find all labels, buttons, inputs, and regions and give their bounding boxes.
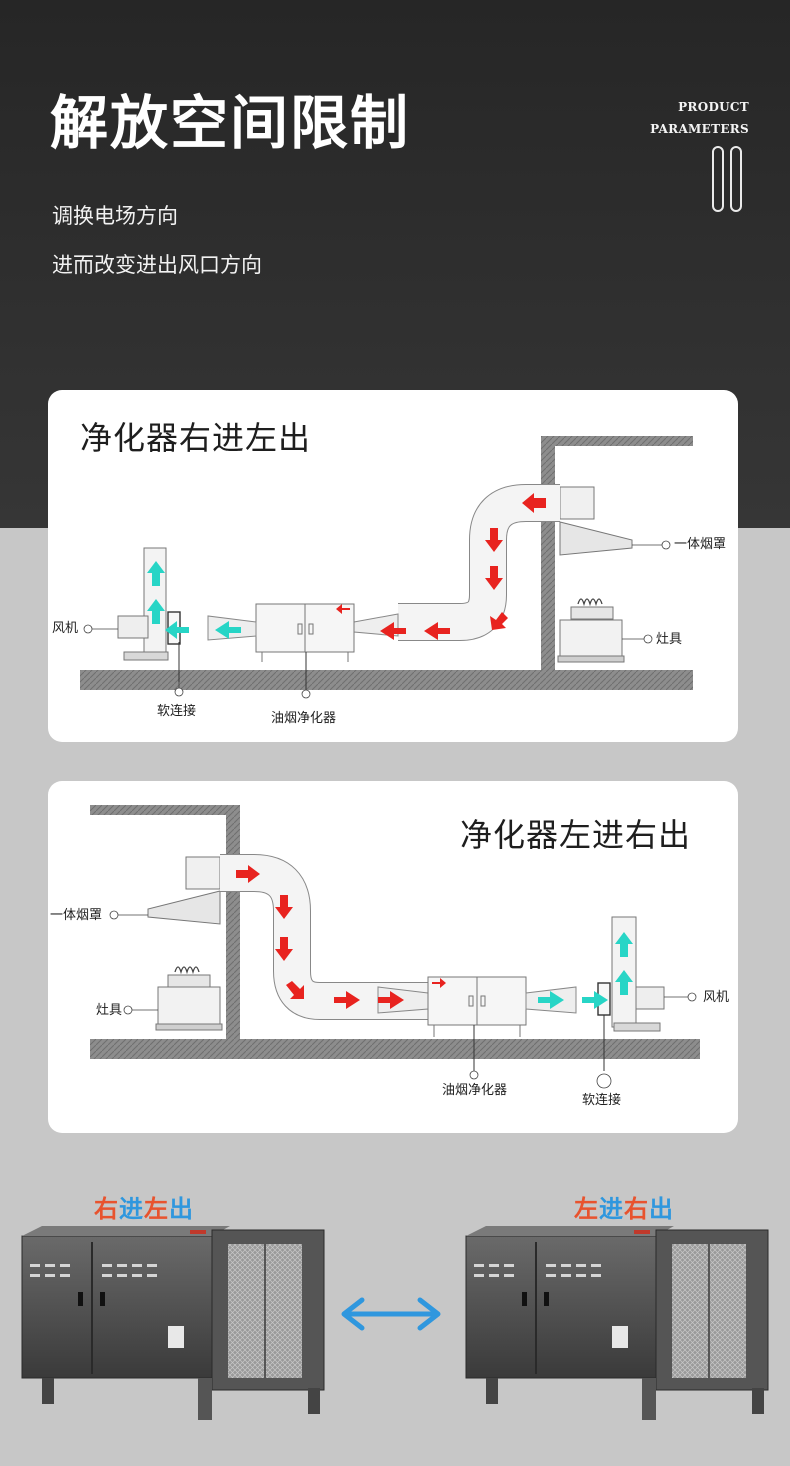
card-title: 净化器左进右出 [460, 816, 692, 854]
card-title: 净化器右进左出 [80, 419, 312, 457]
subtitle-line-2: 进而改变进出风口方向 [52, 253, 262, 277]
floor-slab [80, 670, 693, 690]
wall [226, 805, 240, 1039]
machine-comparison-graphic [21, 1226, 769, 1420]
product-label-line-1: PRODUCT [678, 100, 749, 114]
purifier-illustration [207, 603, 399, 690]
hood-illustration [559, 486, 633, 556]
ceiling-slab [541, 436, 693, 446]
diagram-left-in-right-out [90, 805, 700, 1089]
label-hood: 一体烟罩 [50, 908, 103, 923]
page-title: 解放空间限制 [50, 89, 411, 157]
label-purifier: 油烟净化器 [442, 1083, 508, 1098]
decorative-bars-icon [712, 146, 742, 212]
label-soft-connection: 软连接 [157, 704, 197, 719]
purifier-unit-right [465, 1226, 769, 1420]
subtitle-line-1: 调换电场方向 [52, 204, 178, 228]
label-pointers [109, 910, 697, 1089]
stove-illustration [557, 598, 625, 663]
floor-slab [90, 1039, 700, 1059]
airflow-red-arrows [336, 493, 546, 640]
product-parameters-label: PRODUCT PARAMETERS [650, 96, 749, 140]
airflow-red-arrows [236, 865, 446, 1009]
label-stove: 灶具 [656, 632, 683, 647]
hood-illustration [147, 856, 221, 925]
ceiling-slab [90, 805, 240, 815]
diagram-right-in-left-out [80, 436, 693, 699]
label-stove: 灶具 [96, 1003, 123, 1018]
fan-illustration [597, 916, 665, 1071]
label-fan: 风机 [703, 990, 730, 1005]
double-arrow-icon [341, 1297, 441, 1331]
label-hood: 一体烟罩 [674, 537, 727, 552]
wall [541, 436, 555, 670]
caption-right-in-left-out: 右进左出 [94, 1195, 194, 1223]
diagram-card-left-in-right-out: 净化器左进右出 一体烟罩 灶具 油烟净化器 风机 软连接 [48, 781, 738, 1133]
purifier-unit-left [21, 1226, 325, 1420]
airflow-cyan-arrows [147, 561, 241, 639]
airflow-cyan-arrows [538, 932, 633, 1009]
label-fan: 风机 [52, 621, 79, 636]
label-purifier: 油烟净化器 [271, 711, 337, 726]
stove-illustration [155, 966, 223, 1031]
fan-illustration [117, 547, 181, 682]
diagram-card-right-in-left-out: 净化器右进左出 风机 软连接 油烟净化器 一体烟罩 灶具 [48, 390, 738, 742]
caption-left-in-right-out: 左进右出 [574, 1195, 674, 1223]
label-pointers [83, 540, 671, 699]
product-label-line-2: PARAMETERS [650, 122, 749, 136]
label-soft-connection: 软连接 [582, 1093, 622, 1108]
